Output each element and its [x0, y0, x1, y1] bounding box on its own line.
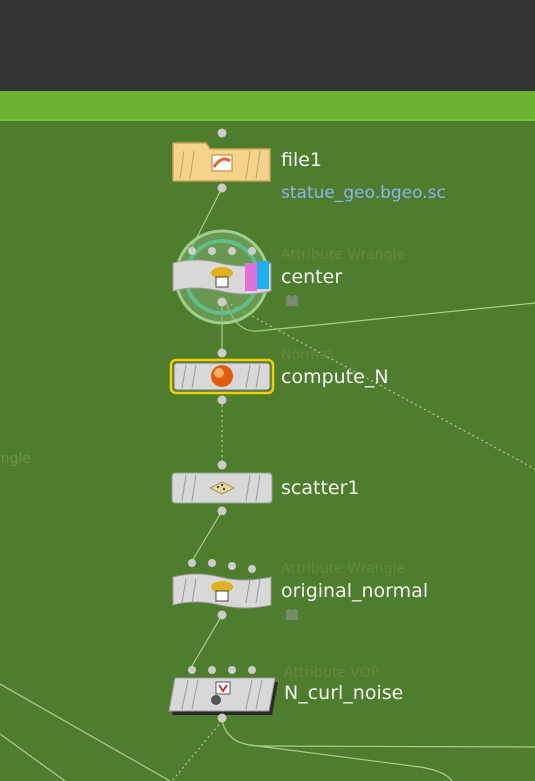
- output-connector: [217, 183, 227, 193]
- wire-scatter-original: [191, 510, 223, 562]
- node-original_normal[interactable]: [168, 557, 276, 623]
- node-type-compute_N: Normal: [281, 347, 332, 363]
- node-label-scatter1[interactable]: scatter1: [281, 477, 360, 499]
- node-N_curl_noise[interactable]: [166, 663, 280, 725]
- network-editor[interactable]: file1 statue_geo.bgeo.sc Attribute Wrang…: [0, 121, 535, 781]
- node-label-original_normal[interactable]: original_normal: [281, 580, 429, 602]
- input-connector: [217, 128, 227, 138]
- normal-sphere-icon: [211, 365, 233, 387]
- camera-flag-icon: [286, 295, 298, 306]
- node-label-compute_N[interactable]: compute_N: [281, 366, 389, 388]
- wire-center-dotted: [225, 301, 535, 470]
- node-center[interactable]: [168, 225, 276, 325]
- network-path-bar: [0, 91, 535, 121]
- node-type-original_normal: Attribute Wrangle: [281, 561, 406, 577]
- wire-curl-dotted: [171, 720, 223, 781]
- scatter-icon: [208, 481, 236, 495]
- wire-left-1: [0, 683, 171, 781]
- wire-left-2: [0, 733, 66, 781]
- wrangle-icon: [211, 267, 233, 288]
- node-type-N_curl_noise: Attribute VOP: [284, 665, 380, 681]
- node-scatter1[interactable]: [168, 459, 276, 515]
- wire-original-curl: [191, 614, 223, 667]
- camera-flag-icon: [286, 609, 298, 620]
- vop-icon: [211, 681, 231, 705]
- wire-curl-out-2: [249, 744, 453, 781]
- node-file1[interactable]: [170, 127, 274, 193]
- node-compute_N[interactable]: [168, 347, 276, 407]
- title-bar: [0, 0, 535, 91]
- node-label-center[interactable]: center: [281, 266, 343, 288]
- selected-outline: [169, 358, 275, 395]
- offscreen-node-type-label: angle: [0, 451, 31, 467]
- node-label-N_curl_noise[interactable]: N_curl_noise: [284, 682, 404, 704]
- file-parameter: statue_geo.bgeo.sc: [281, 183, 446, 203]
- node-type-center: Attribute Wrangle: [281, 247, 406, 263]
- folder-file-icon: [211, 154, 233, 172]
- node-label-file1[interactable]: file1: [281, 149, 323, 171]
- wrangle-icon: [211, 581, 233, 602]
